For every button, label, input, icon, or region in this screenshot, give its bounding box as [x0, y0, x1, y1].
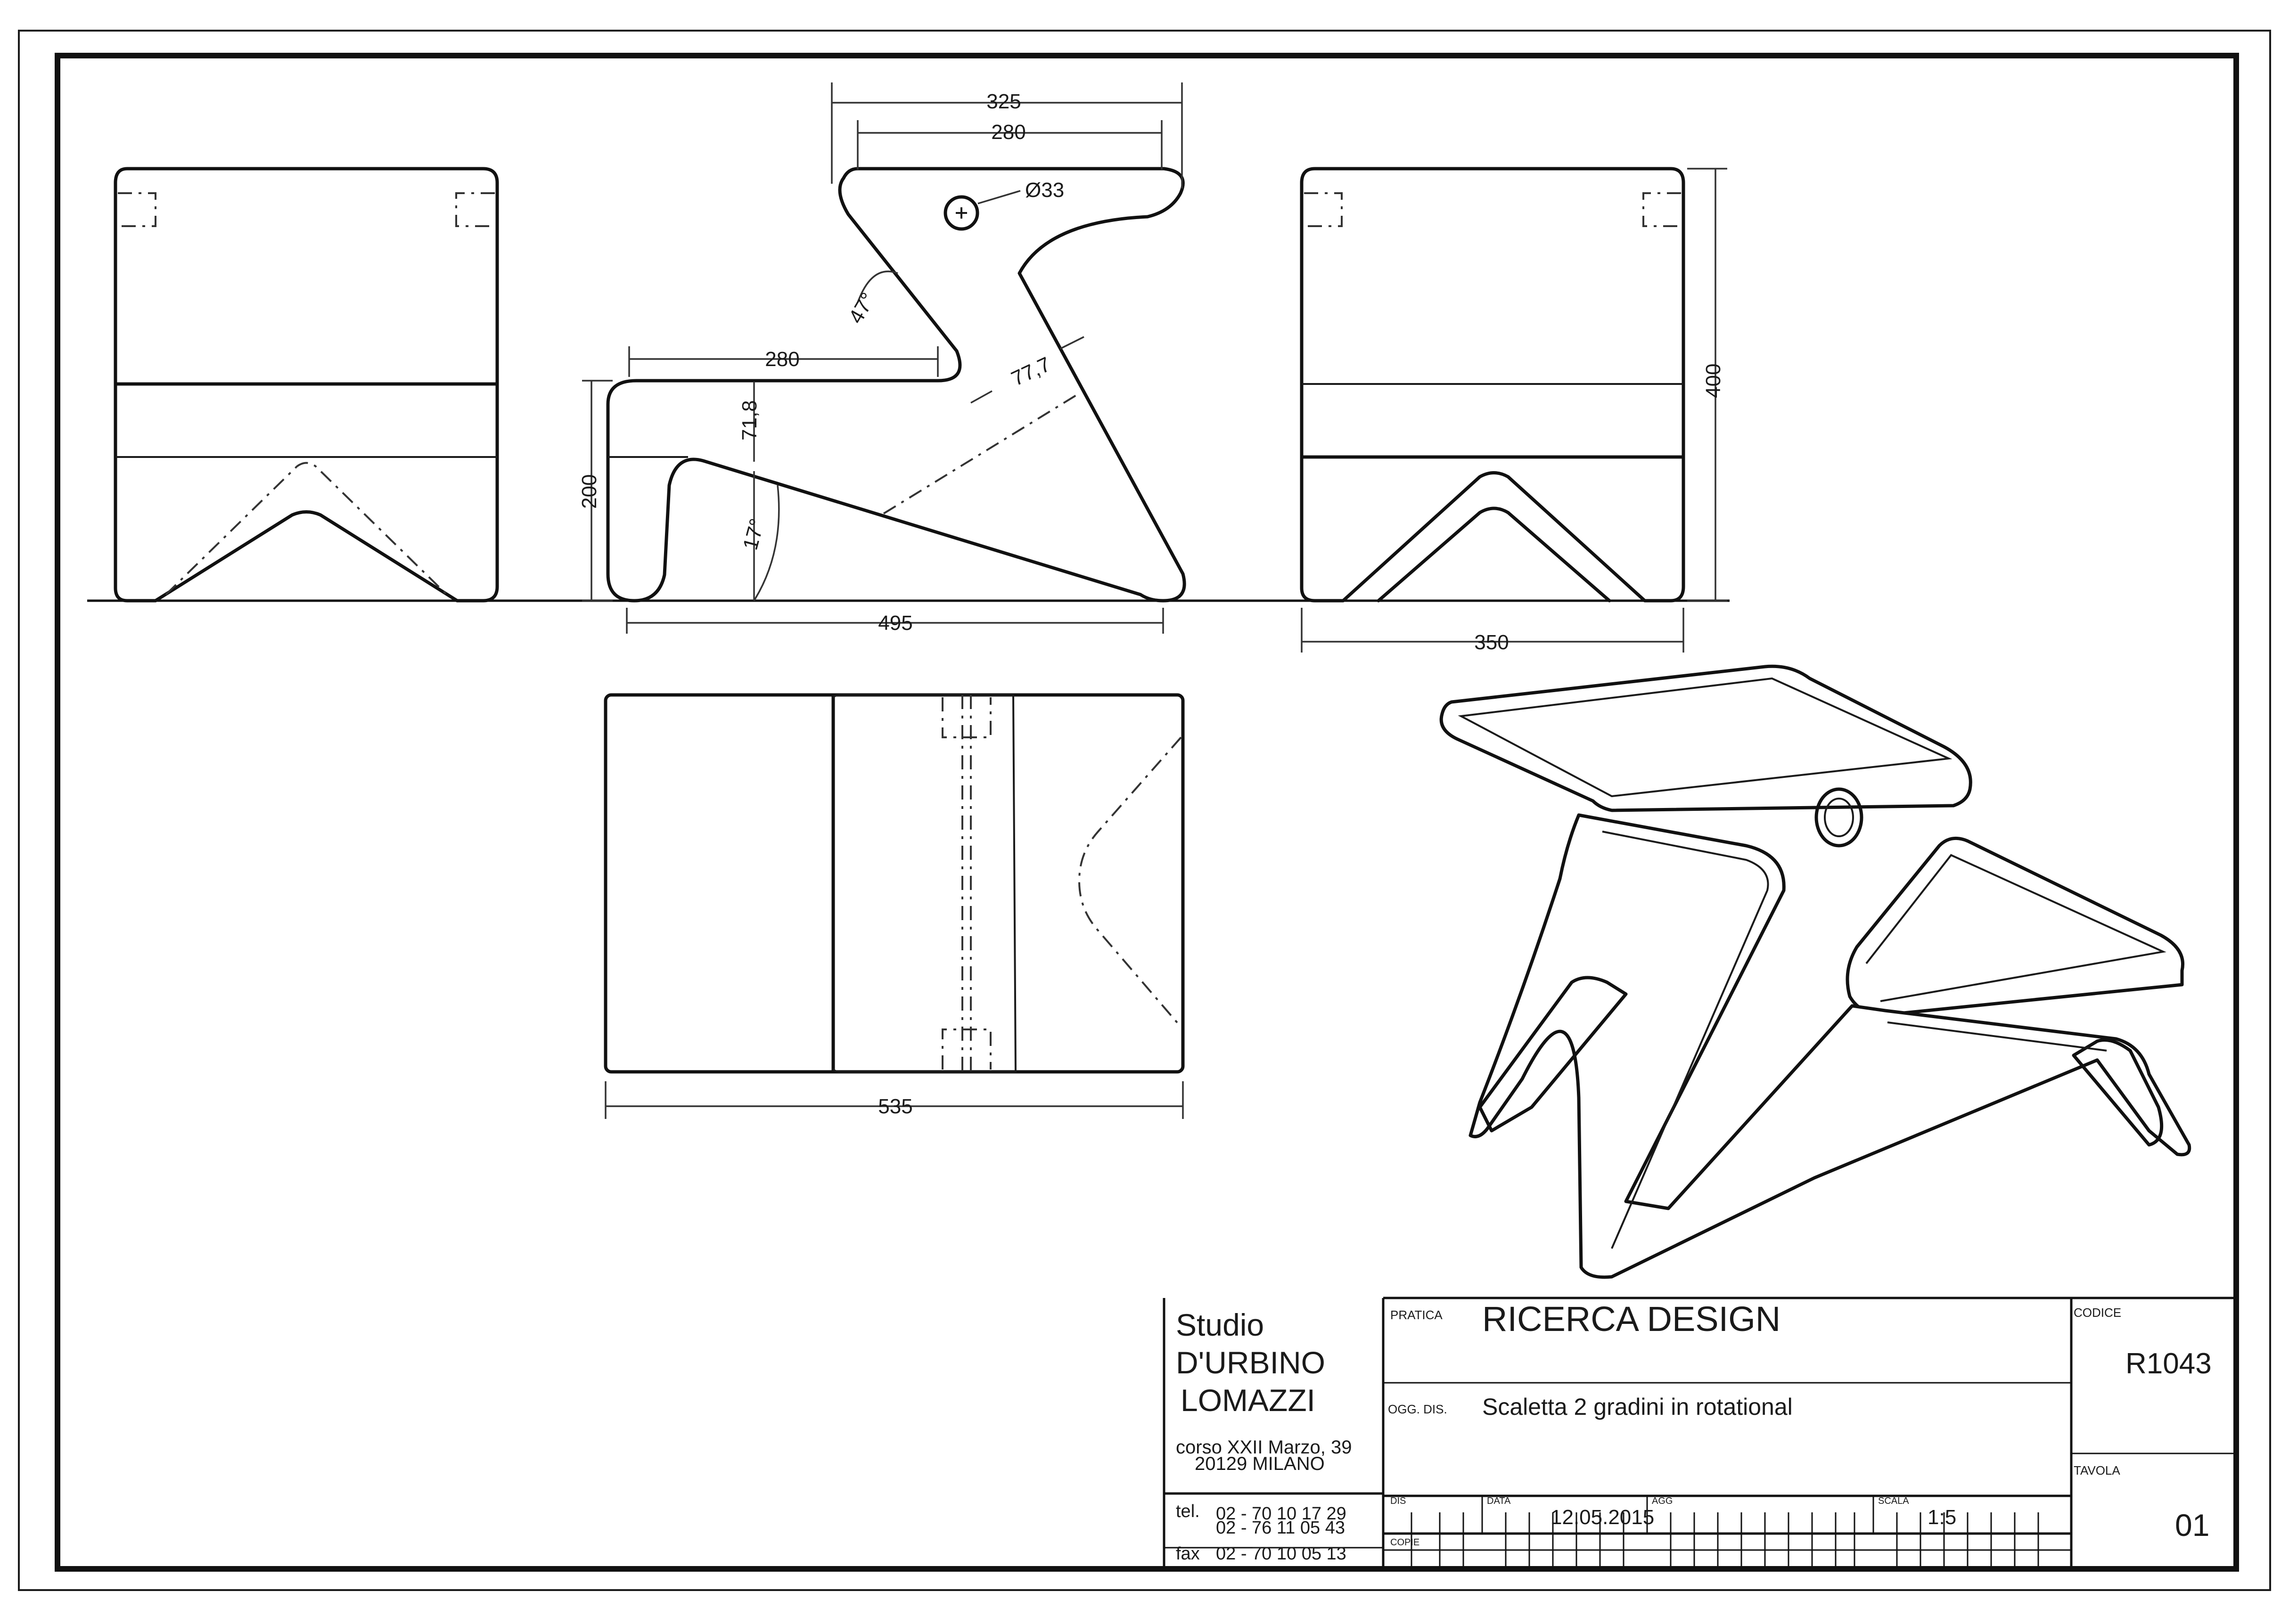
dis-label: DIS: [1390, 1496, 1406, 1506]
codice-label: CODICE: [2074, 1306, 2121, 1320]
scala-value: 1:5: [1928, 1506, 1956, 1529]
agg-label: AGG: [1652, 1496, 1673, 1506]
dim-angle-47: 47°: [844, 289, 880, 327]
dim-angle-17: 17°: [738, 516, 769, 553]
copie-label: COPIE: [1390, 1537, 1419, 1548]
studio-line-3: LOMAZZI: [1181, 1383, 1315, 1418]
dim-280-step: 280: [765, 348, 799, 371]
scala-label: SCALA: [1878, 1496, 1909, 1506]
top-view: [604, 693, 1185, 1074]
title-block: [1163, 1297, 2236, 1569]
dim-535: 535: [878, 1095, 912, 1118]
rear-view: [1300, 167, 1685, 603]
data-value: 12.05.2015: [1551, 1506, 1654, 1529]
dim-200: 200: [578, 474, 601, 509]
fax-number: 02 - 70 10 05 13: [1216, 1544, 1346, 1564]
dim-400: 400: [1702, 364, 1725, 398]
inner-border: [55, 53, 2239, 1572]
studio-line-1: Studio: [1176, 1307, 1264, 1342]
dim-350: 350: [1474, 631, 1509, 654]
dim-280-top: 280: [991, 121, 1026, 144]
outer-border: [18, 30, 2271, 1591]
iso-handle-hole: [1814, 787, 1863, 848]
isometric-view: [1439, 664, 2191, 1279]
address-line-2: 20129 MILANO: [1195, 1453, 1325, 1474]
ogg-label: OGG. DIS.: [1388, 1402, 1447, 1416]
fax-label: fax: [1176, 1544, 1200, 1564]
studio-line-2: D'URBINO: [1176, 1345, 1325, 1380]
dim-71-8: 71,8: [738, 400, 761, 441]
tavola-value: 01: [2175, 1508, 2209, 1542]
side-view: [606, 167, 1186, 603]
codice-value: R1043: [2125, 1347, 2212, 1380]
ogg-value: Scaletta 2 gradini in rotational: [1482, 1394, 1793, 1420]
front-view: [114, 167, 499, 603]
pratica-label: PRATICA: [1390, 1308, 1443, 1322]
tel-label: tel.: [1176, 1502, 1200, 1521]
tel-number-1: 02 - 70 10 17 29: [1216, 1504, 1346, 1524]
dim-325: 325: [986, 90, 1021, 113]
handle-hole: [943, 195, 979, 231]
data-label: DATA: [1487, 1496, 1511, 1506]
dim-hole-diameter: Ø33: [1025, 179, 1064, 202]
pratica-value: RICERCA DESIGN: [1482, 1299, 1780, 1338]
tel-number-2: 02 - 76 11 05 43: [1216, 1518, 1345, 1538]
tavola-label: TAVOLA: [2074, 1463, 2120, 1477]
dim-495: 495: [878, 612, 912, 635]
dimension-lines: [582, 82, 1727, 1119]
address-line-1: corso XXII Marzo, 39: [1176, 1437, 1352, 1458]
